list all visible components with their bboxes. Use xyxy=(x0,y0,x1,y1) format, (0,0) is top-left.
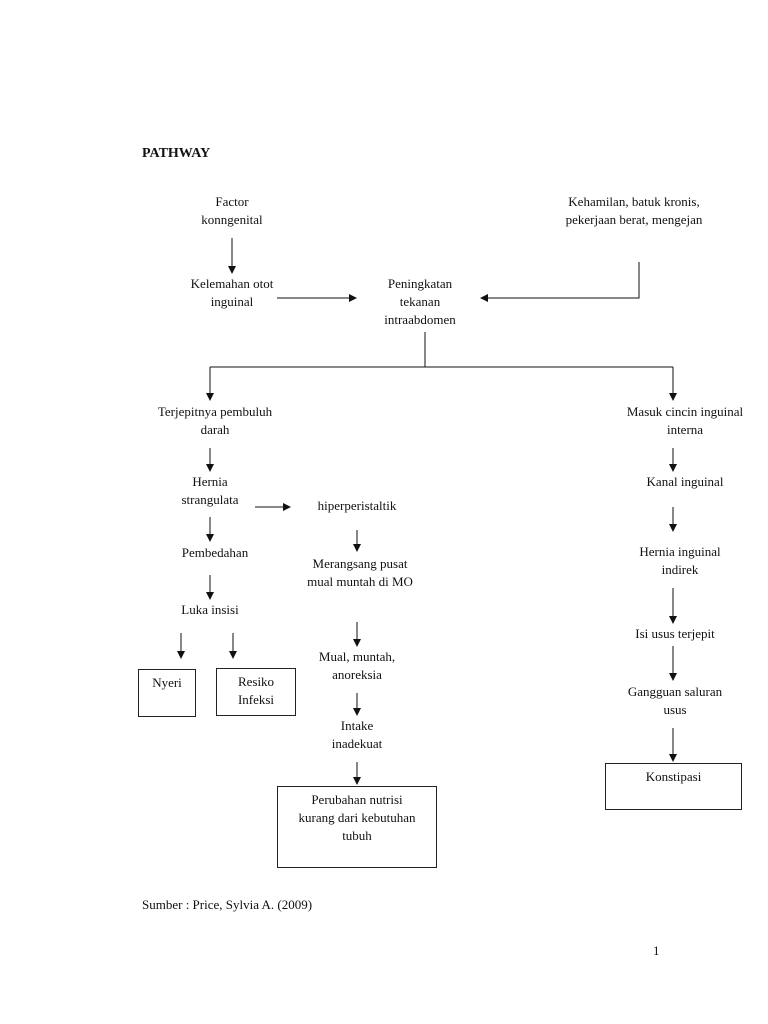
node-intake: Intake inadekuat xyxy=(331,718,383,751)
node-gangguan-saluran: Gangguan saluran usus xyxy=(627,684,723,717)
node-hernia-strangulata: Hernia strangulata xyxy=(181,474,239,507)
source-citation: Sumber : Price, Sylvia A. (2009) xyxy=(142,897,313,912)
box-resiko-infeksi: Resiko Infeksi xyxy=(216,668,296,716)
node-merangsang: Merangsang pusat mual muntah di MO xyxy=(307,556,413,589)
page-number: 1 xyxy=(653,943,660,958)
node-factor-konngenital: Factor konngenital xyxy=(201,194,263,227)
node-hiperperistaltik: hiperperistaltik xyxy=(317,498,397,513)
node-hernia-indirek: Hernia inguinal indirek xyxy=(639,544,721,577)
node-kehamilan: Kehamilan, batuk kronis, pekerjaan berat… xyxy=(565,194,703,227)
arrow-kehamilan-to-peningkatan xyxy=(480,262,640,302)
node-isi-usus: Isi usus terjepit xyxy=(635,626,715,641)
node-luka-insisi: Luka insisi xyxy=(181,602,239,617)
node-mual-muntah: Mual, muntah, anoreksia xyxy=(318,649,396,682)
node-peningkatan-tekanan: Peningkatan tekanan intraabdomen xyxy=(384,276,456,327)
page-title: PATHWAY xyxy=(142,146,211,161)
box-perubahan-nutrisi: Perubahan nutrisi kurang dari kebutuhan … xyxy=(277,786,437,868)
node-kanal-inguinal: Kanal inguinal xyxy=(646,474,724,489)
node-masuk-cincin: Masuk cincin inguinal interna xyxy=(626,404,744,437)
box-nyeri: Nyeri xyxy=(138,669,196,717)
node-terjepitnya: Terjepitnya pembuluh darah xyxy=(157,404,273,437)
node-kelemahan-otot: Kelemahan otot inguinal xyxy=(190,276,274,309)
box-konstipasi: Konstipasi xyxy=(605,763,742,810)
node-pembedahan: Pembedahan xyxy=(181,545,249,560)
